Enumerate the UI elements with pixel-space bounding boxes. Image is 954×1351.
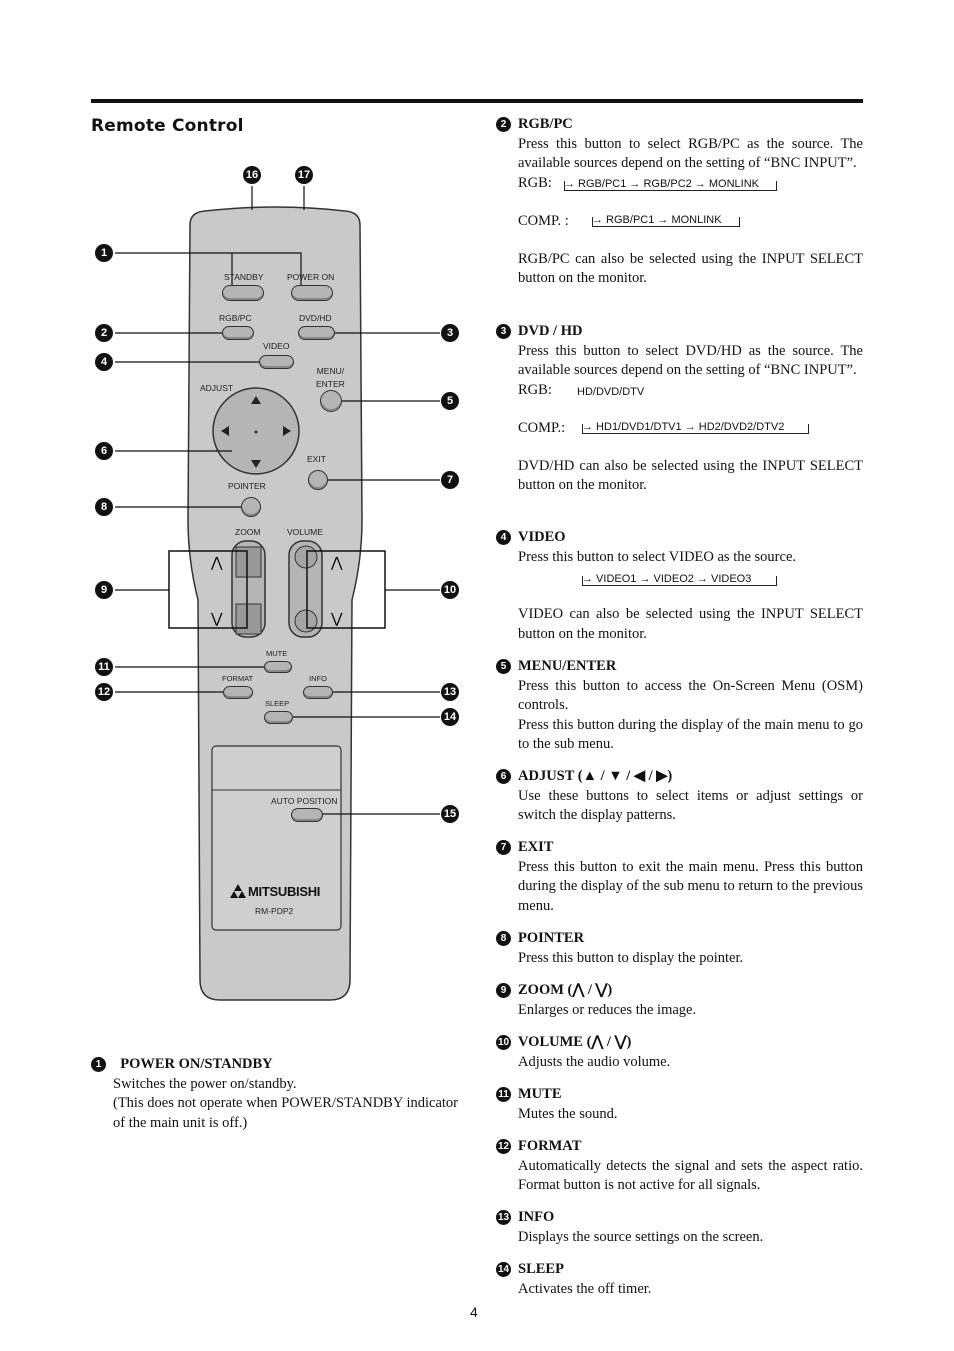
svg-text:⋀: ⋀	[330, 554, 343, 570]
comp-sequence: COMP. : → RGB/PC1 → MONLINK	[518, 212, 863, 250]
auto-position-label: AUTO POSITION	[271, 796, 338, 806]
callout-17: 17	[295, 166, 313, 184]
exit-button	[308, 470, 328, 490]
callout-6: 6	[95, 442, 113, 460]
pointer-button	[241, 497, 261, 517]
dvd-hd-button	[298, 326, 335, 340]
standby-button	[222, 285, 264, 301]
mute-label: MUTE	[266, 649, 288, 658]
format-button	[223, 686, 253, 699]
exit-label: EXIT	[307, 454, 326, 464]
adjust-label: ADJUST	[200, 383, 234, 393]
callout-3: 3	[441, 324, 459, 342]
model-label: RM-PDP2	[255, 906, 294, 916]
dvd-rgb-sequence: RGB: HD/DVD/DTV	[518, 381, 645, 398]
callout-1: 1	[95, 244, 113, 262]
callout-9: 9	[95, 581, 113, 599]
svg-text:⋁: ⋁	[210, 610, 223, 626]
zoom-label: ZOOM	[235, 527, 261, 537]
callout-16: 16	[243, 166, 261, 184]
auto-position-button	[291, 808, 323, 822]
callout-2: 2	[95, 324, 113, 342]
section-title: Remote Control	[91, 116, 244, 136]
standby-label: STANDBY	[224, 272, 264, 282]
sleep-button	[264, 711, 293, 724]
callout-14: 14	[441, 708, 459, 726]
info-button	[303, 686, 333, 699]
item-power-on-standby: 1 POWER ON/STANDBY Switches the power on…	[91, 1055, 458, 1133]
menu-enter-label: MENU/ ENTER	[316, 366, 345, 389]
svg-text:⋀: ⋀	[210, 554, 223, 570]
mute-button	[264, 661, 292, 673]
power-on-label: POWER ON	[287, 272, 335, 282]
rgb-pc-label: RGB/PC	[219, 313, 252, 323]
callout-13: 13	[441, 683, 459, 701]
rgb-pc-button	[222, 326, 254, 340]
dvd-comp-sequence: COMP.: → HD1/DVD1/DTV1 → HD2/DVD2/DTV2	[518, 419, 863, 457]
video-label: VIDEO	[263, 341, 290, 351]
callout-11: 11	[95, 658, 113, 676]
page-number: 4	[470, 1304, 478, 1320]
callout-10: 10	[441, 581, 459, 599]
dvd-hd-label: DVD/HD	[299, 313, 332, 323]
top-rule	[91, 99, 863, 103]
rgb-sequence: RGB: → RGB/PC1 → RGB/PC2 → MONLINK	[518, 174, 863, 212]
sleep-label: SLEEP	[265, 699, 290, 708]
callout-4: 4	[95, 353, 113, 371]
info-label: INFO	[309, 674, 327, 683]
volume-label: VOLUME	[287, 527, 323, 537]
format-label: FORMAT	[222, 674, 254, 683]
callout-15: 15	[441, 805, 459, 823]
pointer-label: POINTER	[228, 481, 266, 491]
callout-8: 8	[95, 498, 113, 516]
svg-text:⋁: ⋁	[330, 610, 343, 626]
power-on-button	[291, 285, 333, 301]
remote-illustration: ⋀ ⋁ ⋀ ⋁	[115, 186, 440, 1001]
callout-12: 12	[95, 683, 113, 701]
menu-enter-button	[320, 390, 342, 412]
video-sequence: → VIDEO1 → VIDEO2 → VIDEO3	[518, 567, 863, 605]
callout-5: 5	[441, 392, 459, 410]
video-button	[259, 355, 294, 369]
brand-logo: MITSUBISHI	[248, 884, 321, 899]
callout-7: 7	[441, 471, 459, 489]
